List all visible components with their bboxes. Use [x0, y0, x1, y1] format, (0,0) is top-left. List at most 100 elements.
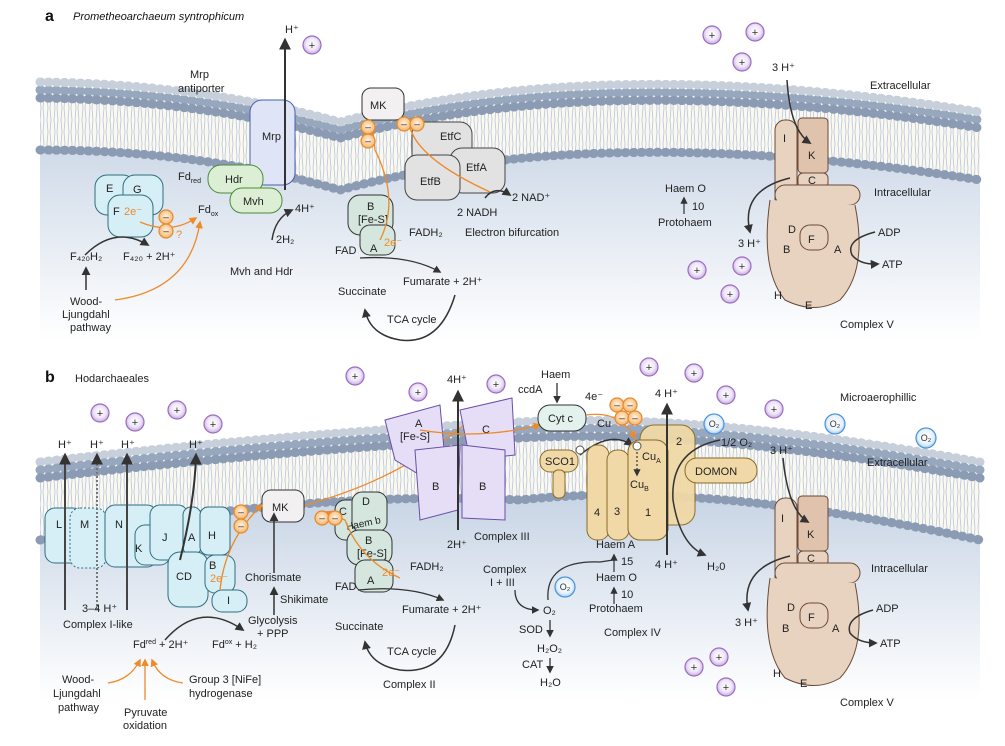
adp-atp-arrow [850, 231, 880, 269]
electron-icon: – [396, 116, 412, 132]
four-h-label: 4H⁺ [295, 203, 315, 215]
atp-F-label: F [808, 234, 815, 246]
h2o-c4-label: H₂0 [707, 561, 725, 573]
svg-text:+: + [723, 682, 729, 694]
cytc-label: Cyt c [548, 413, 574, 425]
proton-icon: + [302, 35, 322, 55]
atp-F-subunit [799, 602, 829, 629]
sdh-a-label: A [370, 243, 378, 255]
electron-icon: – [627, 410, 643, 426]
hdr-mvh-complex: Hdr Mvh Fdred Fdox 4H⁺ 2H₂ Mvh and Hdr [178, 164, 315, 278]
atp-label: ATP [882, 259, 903, 271]
nife-line2: hydrogenase [189, 688, 253, 700]
sdh-a-subunit [359, 224, 396, 256]
fd-ox-label: Fdox [198, 204, 219, 218]
c3-fes-label: [Fe-S] [400, 431, 430, 443]
haem-o-label: Haem O [596, 572, 637, 584]
proton-icon: + [408, 382, 428, 402]
o2-reduction-arrow [672, 439, 721, 557]
complex-ii: C D Haem b B [Fe-S] A 2e⁻ FAD FADH₂ Succ… [323, 491, 482, 691]
nife-to-fd-arrow [150, 658, 184, 684]
three-h-bottom-label: 3 H⁺ [735, 617, 758, 629]
svg-text:–: – [365, 137, 371, 148]
svg-text:O₂: O₂ [560, 582, 571, 592]
microaerophillic-label: Microaerophillic [840, 392, 917, 404]
svg-text:+: + [691, 368, 697, 380]
atp-I-label: I [783, 133, 786, 145]
sdh-b-label: B [367, 201, 374, 213]
ros-detoxification: Complex I + III O₂ SOD H₂O₂ CAT H₂O [483, 559, 614, 689]
label-CD: CD [176, 571, 192, 583]
mvh-and-hdr-caption: Mvh and Hdr [230, 266, 293, 278]
h2o2-label: H₂O₂ [537, 643, 562, 655]
svg-text:O₂: O₂ [921, 433, 932, 443]
etf-complex: MK EtfC EtfA EtfB 2 NAD⁺ 2 NADH Electron… [361, 87, 559, 239]
atp-E-label: E [805, 300, 812, 312]
c2-B-label: B [365, 535, 372, 547]
proton-pump-arrow-4 [179, 452, 202, 561]
wl-line1: Wood- [70, 296, 103, 308]
electron-icons: –––––––––––––– [158, 116, 643, 534]
mvh-label: Mvh [243, 196, 264, 208]
proton-icon: + [684, 657, 704, 677]
panel-a-title: Prometheoarchaeum syntrophicum [73, 11, 244, 23]
atp-E-label: E [800, 678, 807, 690]
fad-reduction-arrow [357, 588, 445, 601]
question-label: ? [176, 229, 182, 241]
sco1-stem [552, 469, 566, 499]
glycolysis-line2: + PPP [257, 628, 289, 640]
atp-C-label: C [807, 553, 815, 565]
nife-line1: Group 3 [NiFe] [189, 674, 261, 686]
svg-text:–: – [163, 227, 169, 238]
fadh2-label: FADH₂ [409, 227, 443, 239]
electron-icon: – [609, 397, 625, 413]
electron-icon: – [360, 119, 376, 135]
adp-label: ADP [878, 227, 901, 239]
c3-to-cytc-electron-arrow [419, 422, 542, 435]
succinate-label: Succinate [338, 286, 386, 298]
three-h-top-label: 3 H⁺ [772, 62, 795, 74]
proton-icon: + [745, 22, 765, 42]
svg-text:+: + [723, 390, 729, 402]
fumarate-label: Fumarate + 2H⁺ [403, 276, 483, 288]
ccda-label: ccdA [518, 384, 543, 396]
atp-B-label: B [783, 244, 790, 256]
atp-K-label: K [807, 529, 815, 541]
c3-B1-label: B [432, 481, 439, 493]
svg-text:+: + [97, 408, 103, 420]
c4-four-h-bottom-label: 4 H⁺ [655, 559, 678, 571]
atp-A-label: A [832, 623, 840, 635]
wl-to-fd-arrow [114, 220, 203, 301]
atp-label: ATP [880, 638, 901, 650]
atp-C-label: C [808, 175, 816, 187]
svg-text:–: – [332, 514, 338, 525]
c3-A-label: A [415, 418, 423, 430]
panel-a-letter: a [45, 8, 54, 25]
fd-oxidation-arrow [164, 616, 245, 641]
succinate-label: Succinate [335, 621, 383, 633]
subunit-F [107, 194, 154, 238]
mk-box [361, 87, 405, 121]
haem-a-steps: 15 [621, 556, 633, 568]
svg-text:+: + [691, 662, 697, 674]
h2o-label: H₂O [540, 677, 561, 689]
h2-oxidation-arrow [271, 208, 294, 241]
proton-icon: + [203, 414, 223, 434]
sco1-cu-site-icon [575, 445, 585, 455]
c4-4-label: 4 [594, 507, 600, 519]
c3-C-subunit [459, 397, 516, 461]
svg-text:+: + [727, 289, 733, 301]
atp-H-label: H [773, 668, 781, 680]
svg-text:+: + [646, 362, 652, 374]
electron-icon: – [622, 397, 638, 413]
complex-ii-label: Complex II [383, 679, 436, 691]
proton-icon: + [90, 403, 110, 423]
oxygen-icon: O₂ [824, 413, 846, 435]
f420-product-label: F₄₂₀ + 2H⁺ [123, 251, 176, 263]
mrp-title-line2: antiporter [178, 83, 225, 95]
oxygen-icon: O₂ [915, 427, 937, 449]
haem-label: Haem [541, 369, 570, 381]
c4-subunit-4 [586, 444, 610, 541]
label-K: K [135, 543, 143, 555]
